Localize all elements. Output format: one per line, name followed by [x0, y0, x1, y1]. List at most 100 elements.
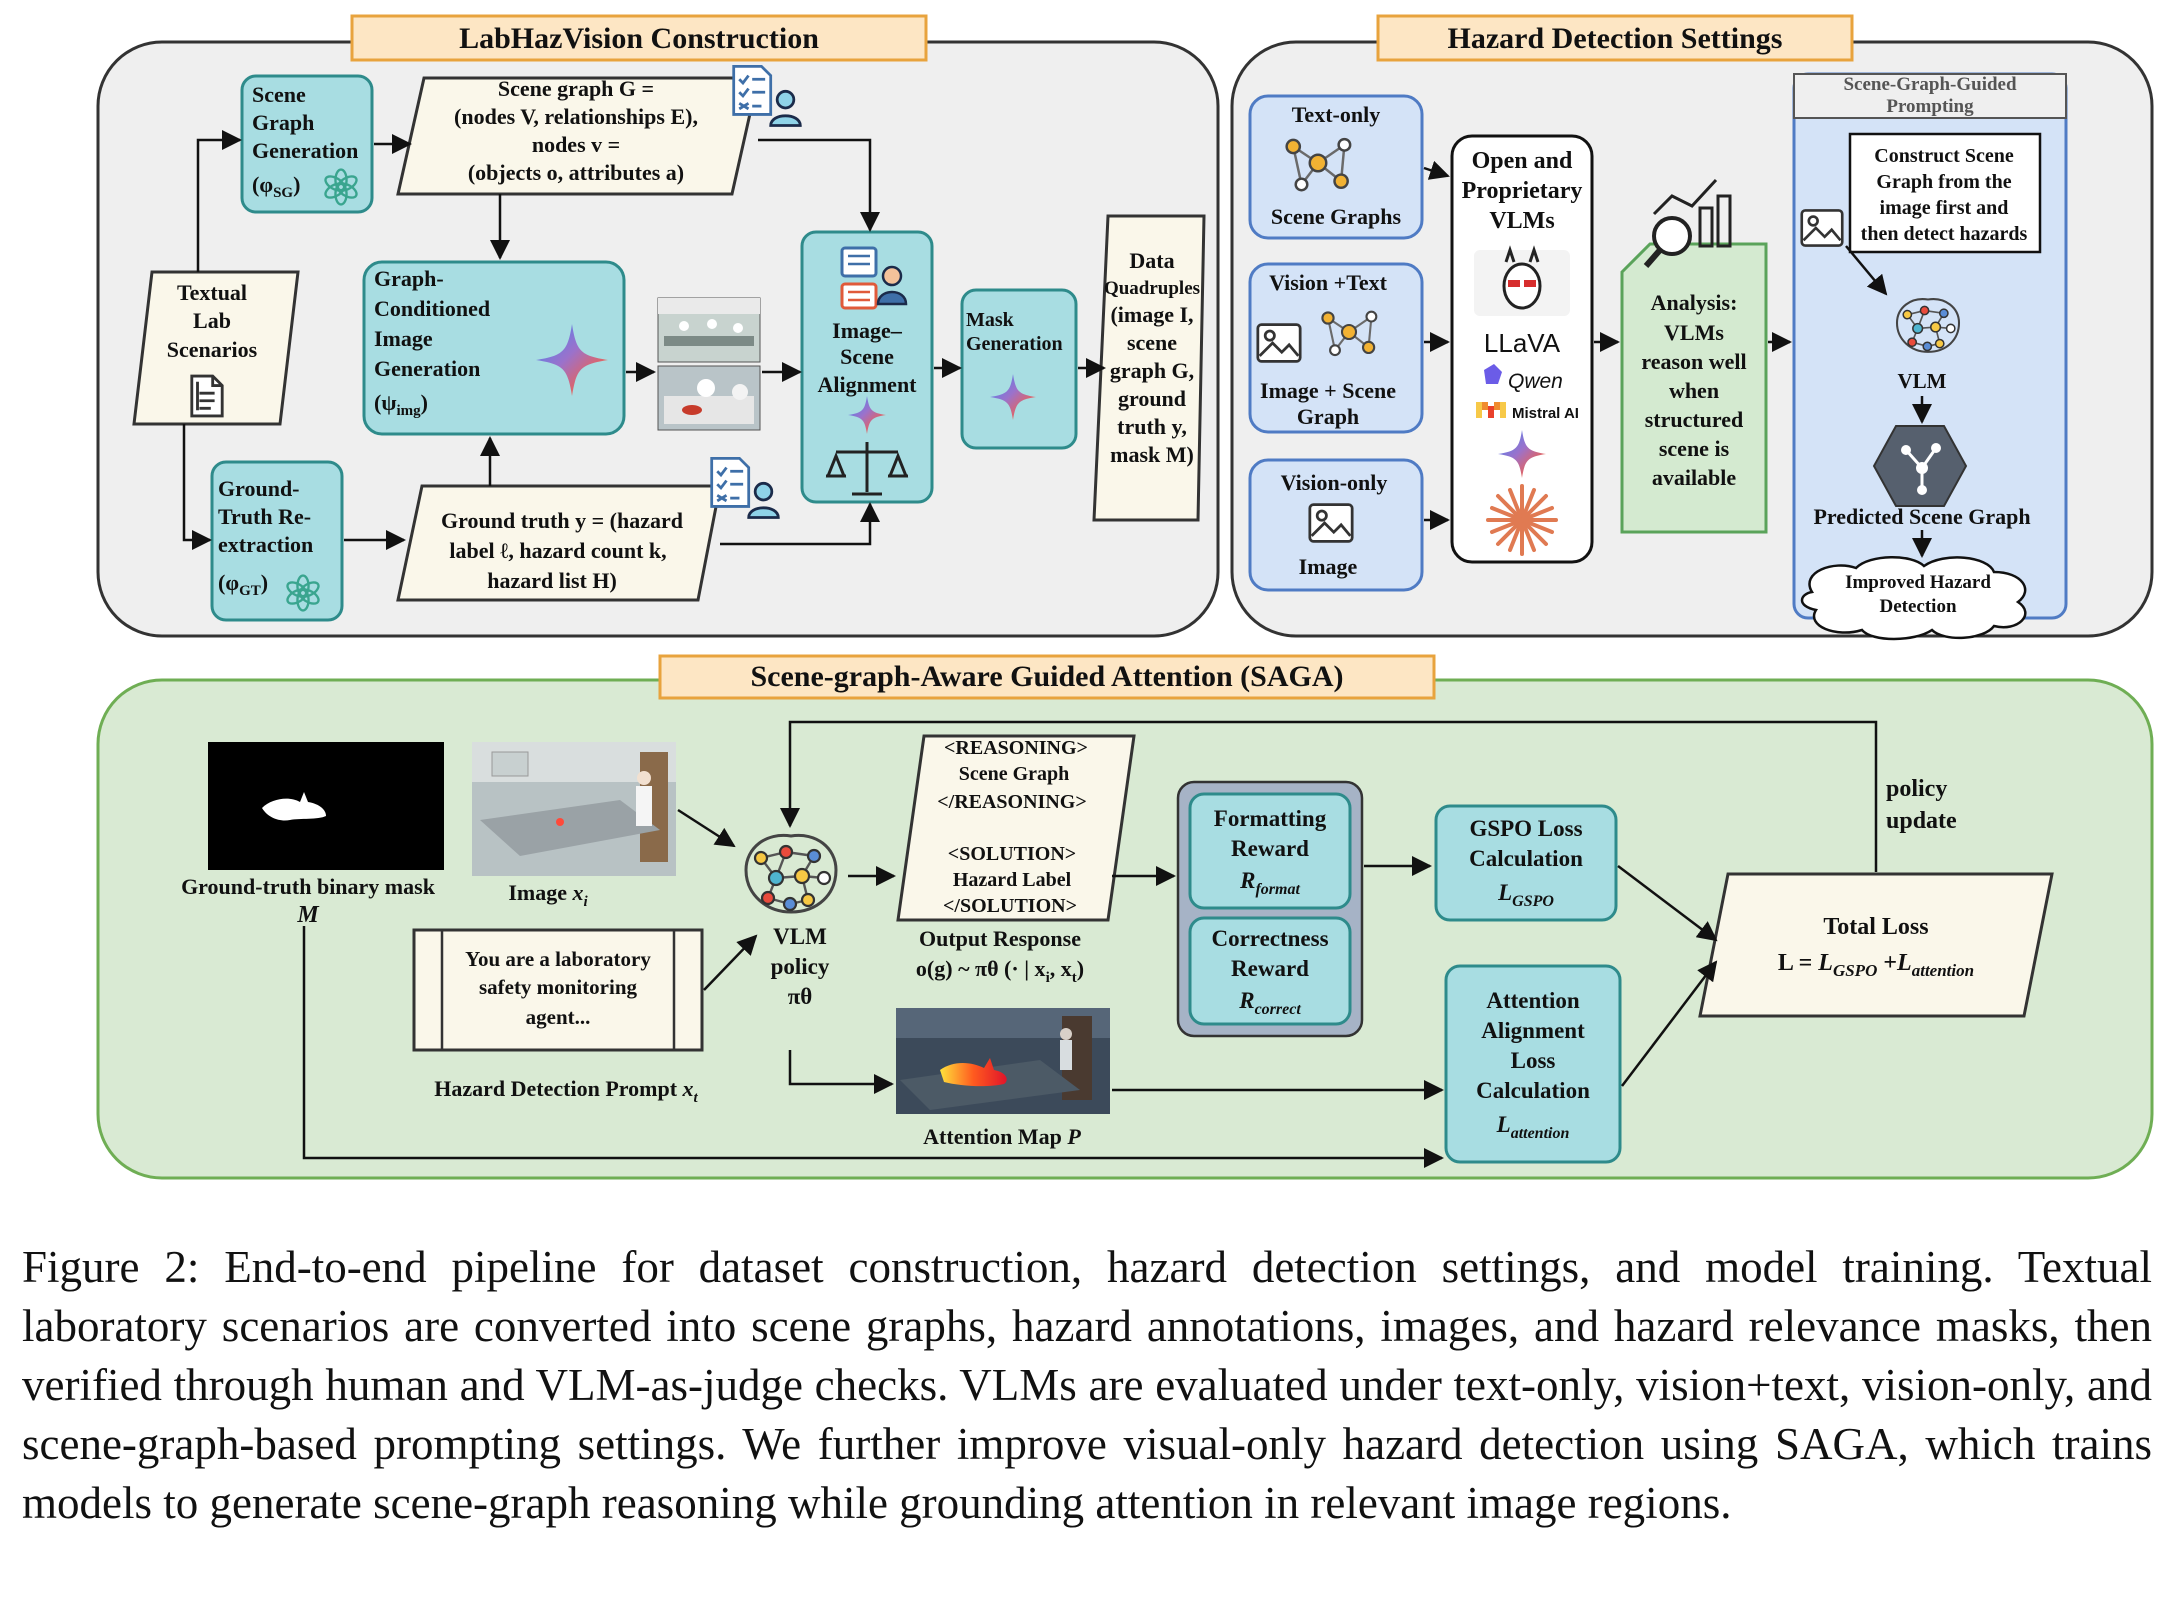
gt-re-symbol: (φGT)	[218, 570, 268, 599]
scale-icon	[825, 442, 909, 496]
gt-def-line-1: Ground truth y = (hazard	[441, 508, 683, 533]
image-icon-3	[1800, 209, 1844, 247]
mask-generation-box	[960, 288, 1078, 450]
saga-title: Scene-graph-Aware Guided Attention (SAGA…	[750, 660, 1343, 693]
sg-gen-line-1: Scene	[252, 82, 306, 107]
attn-loss-symbol: Lattention	[1496, 1112, 1570, 1142]
construction-title: LabHazVision Construction	[459, 22, 819, 55]
qwen-label: Qwen	[1508, 370, 1563, 393]
ground-truth-definition-box	[396, 484, 722, 602]
policy-update-line-1: policy	[1886, 776, 1947, 802]
llava-label: LLaVA	[1484, 328, 1561, 358]
sgg-title-line-2: Prompting	[1886, 96, 1974, 117]
sg-gen-line-2: Graph	[252, 110, 314, 135]
analysis-chart-icon	[1643, 178, 1732, 268]
attention-map-label: Attention Map P	[923, 1124, 1081, 1149]
quad-line-5: graph G,	[1110, 358, 1194, 383]
construct-line-2: Graph from the	[1876, 171, 2011, 193]
predicted-label: Predicted Scene Graph	[1813, 504, 2030, 529]
analysis-line-7: available	[1652, 465, 1737, 490]
attention-map-image	[896, 1008, 1110, 1114]
vision-only-label: Vision-only	[1281, 470, 1388, 495]
llama-logo	[1474, 245, 1570, 316]
policy-update-line-2: update	[1886, 808, 1957, 834]
prompt-scroll	[412, 928, 704, 1052]
construct-line-3: image first and	[1880, 197, 2009, 219]
vlm-policy-line-2: policy	[771, 954, 830, 979]
fmt-reward-symbol: Rformat	[1239, 868, 1300, 898]
img-gen-line-3: Image	[374, 326, 433, 351]
sgg-title-box	[1793, 73, 2067, 119]
quad-line-8: mask M)	[1110, 442, 1194, 467]
vlms-line-3: VLMs	[1489, 208, 1554, 234]
attention-loss-box	[1444, 964, 1622, 1164]
output-response-label: Output Response	[919, 926, 1081, 951]
gt-binary-mask	[208, 742, 444, 870]
textual-line-2: Lab	[193, 308, 231, 333]
alignment-person-icon	[840, 246, 908, 310]
attn-loss-line-1: Attention	[1486, 988, 1579, 1013]
data-quadruples-box	[1092, 214, 1206, 522]
cor-reward-line-2: Reward	[1231, 956, 1309, 981]
vision-text-label: Vision +Text	[1269, 270, 1388, 295]
output-line-4: <SOLUTION>	[948, 843, 1076, 865]
formatting-reward-box	[1188, 792, 1352, 910]
quad-line-6: ground	[1118, 386, 1186, 411]
text-only-label: Text-only	[1292, 102, 1380, 127]
mask-blob	[262, 792, 326, 821]
image-scene-graph-line-2: Graph	[1297, 404, 1359, 429]
figure-caption: Figure 2: End-to-end pipeline for datase…	[22, 1242, 2152, 1528]
cor-reward-symbol: Rcorrect	[1238, 988, 1301, 1018]
settings-title: Hazard Detection Settings	[1448, 22, 1783, 55]
total-loss-equation: L = LGSPO +Lattention	[1778, 950, 1974, 980]
output-line-5: Hazard Label	[953, 869, 1072, 891]
gt-mask-label: Ground-truth binary mask	[181, 874, 436, 899]
textual-line-1: Textual	[177, 280, 247, 305]
cor-reward-line-1: Correctness	[1211, 926, 1328, 951]
vlms-line-2: Proprietary	[1462, 178, 1583, 204]
quad-line-2: Quadruples	[1104, 278, 1200, 299]
textual-line-3: Scenarios	[167, 337, 258, 362]
construction-arrows	[182, 130, 1106, 550]
gspo-line-1: GSPO Loss	[1469, 816, 1582, 841]
generated-lab-images	[657, 297, 761, 431]
gt-reextraction-box	[210, 460, 344, 622]
image-icon-2	[1308, 503, 1354, 543]
output-formula: o(g) ~ πθ (· | xi, xt)	[916, 956, 1084, 986]
scene-graphs-label: Scene Graphs	[1271, 204, 1402, 229]
img-gen-symbol: (ψimg)	[374, 390, 428, 419]
vlms-line-1: Open and	[1472, 148, 1573, 174]
sgg-vlm-label: VLM	[1898, 369, 1947, 393]
gt-def-line-2: label ℓ, hazard count k,	[449, 538, 666, 563]
scene-graph-definition-box	[396, 76, 760, 196]
analysis-box	[1620, 242, 1768, 534]
sg-def-line-3: nodes v =	[532, 132, 620, 157]
qwen-logo	[1484, 364, 1502, 384]
prompt-label: Hazard Detection Prompt xt	[434, 1076, 698, 1106]
image-label: Image	[1299, 554, 1358, 579]
total-loss-box	[1698, 872, 2054, 1018]
image-xi-label: Image xi	[508, 880, 588, 910]
settings-arrows	[1423, 160, 1932, 558]
prompt-line-3: agent...	[526, 1005, 591, 1029]
analysis-line-2: VLMs	[1664, 320, 1724, 345]
mistral-logo	[1476, 402, 1506, 418]
prompt-line-1: You are a laboratory	[465, 947, 651, 971]
quad-line-4: scene	[1127, 330, 1177, 355]
attn-loss-line-4: Calculation	[1476, 1078, 1590, 1103]
analysis-line-1: Analysis:	[1651, 290, 1738, 315]
sg-generation-box	[240, 74, 374, 214]
gt-def-line-3: hazard list H)	[487, 568, 617, 593]
analysis-line-4: when	[1669, 378, 1719, 403]
fmt-reward-line-2: Reward	[1231, 836, 1309, 861]
document-icon	[190, 374, 224, 418]
pipeline-diagram: LabHazVision Construction Textual Lab Sc…	[96, 14, 2154, 1180]
quad-line-1: Data	[1129, 248, 1174, 273]
fmt-reward-line-1: Formatting	[1214, 806, 1327, 831]
attn-loss-line-2: Alignment	[1481, 1018, 1585, 1043]
output-line-1: <REASONING>	[944, 737, 1088, 759]
construction-title-box	[350, 14, 928, 62]
alignment-line-1: Image–	[832, 318, 903, 343]
attn-loss-line-3: Loss	[1511, 1048, 1556, 1073]
